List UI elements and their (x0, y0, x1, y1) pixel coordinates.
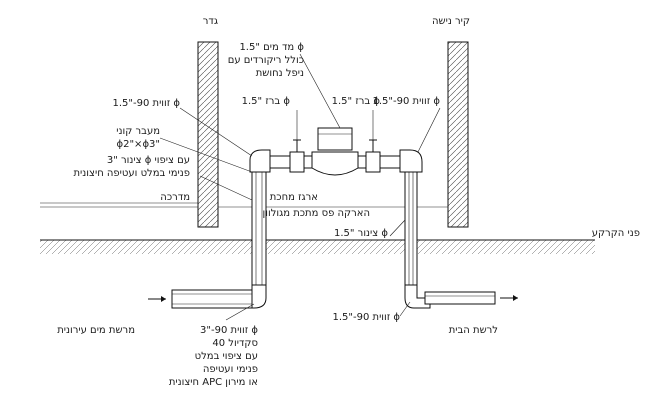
label-ground-level: פני הקרקע (592, 228, 640, 239)
right-riser (404, 167, 418, 291)
label-fence: גדר (203, 16, 218, 27)
label-reducer-size: ϕ2"×ϕ3" (117, 139, 161, 150)
label-nipple: ניפל נחושת (256, 68, 304, 79)
label-sch: סקדיול 40 (212, 338, 258, 349)
label-reducer: מעבר קוני (116, 126, 160, 137)
leader-elbow-bl (225, 303, 255, 321)
elbow-top-right (399, 149, 423, 173)
inlet-arrowhead (161, 296, 166, 302)
leader-elbow-left (179, 107, 253, 157)
label-spec-3: חיצונית APC או מירון (169, 377, 258, 388)
outlet-arrowhead (513, 295, 518, 301)
valve-left (289, 151, 305, 173)
label-elbow-bottom-right: זווית 90-"1.5 ϕ (332, 312, 400, 323)
label-pipe-coated: צינור "3 ϕ עם ציפוי (107, 155, 190, 166)
valve-right (365, 151, 381, 173)
leader-meter (299, 53, 341, 129)
outlet-pipe (424, 291, 496, 305)
label-spec-2: פנימי ועטיפה (203, 364, 258, 375)
label-elbow-bottom-left: זווית 90-"3 ϕ (200, 325, 258, 336)
label-to-house: לרשת הבית (449, 325, 498, 336)
leader-reducer (159, 137, 253, 173)
leader-pipe-coated (199, 175, 253, 201)
left-riser (251, 167, 267, 291)
label-with-couplings: כולל ריקורדים עם (228, 55, 304, 66)
leader-elbow-right (417, 107, 441, 153)
label-water-meter: מד מים "1.5 ϕ (239, 42, 304, 53)
elbow-top-left (249, 149, 271, 173)
leader-elbow-br (399, 301, 411, 317)
fence-wall (197, 41, 219, 228)
label-niche-wall: קיר נישה (432, 16, 470, 27)
label-ground-box: ארגז מחכת (270, 192, 318, 203)
label-pipe-coated-2: פנימי במלט ועטיפה חיצונית (73, 168, 190, 179)
water-meter-body (311, 151, 359, 176)
leader-pipe-15 (389, 219, 406, 237)
label-elbow-left: זווית 90-"1.5 ϕ (112, 98, 180, 109)
water-meter-head (317, 127, 353, 151)
niche-wall (447, 41, 469, 228)
label-sidewalk: מדרכה (160, 192, 190, 203)
label-elbow-right: זווית 90-"1.5 ϕ (372, 96, 440, 107)
label-spec-1: עם ציפוי במלט (195, 351, 258, 362)
inlet-pipe (171, 289, 253, 309)
label-ground-note: הארקה פס מתכת מגולוון (263, 208, 370, 219)
label-from-city: מרשת מים עירונית (57, 325, 135, 336)
label-pipe-15: צינור "1.5 ϕ (334, 228, 388, 239)
ground-hatch (40, 240, 595, 254)
label-valve-left: ברז "1.5 ϕ (242, 96, 291, 107)
label-valve-right: ברז "1.5 ϕ (332, 96, 381, 107)
